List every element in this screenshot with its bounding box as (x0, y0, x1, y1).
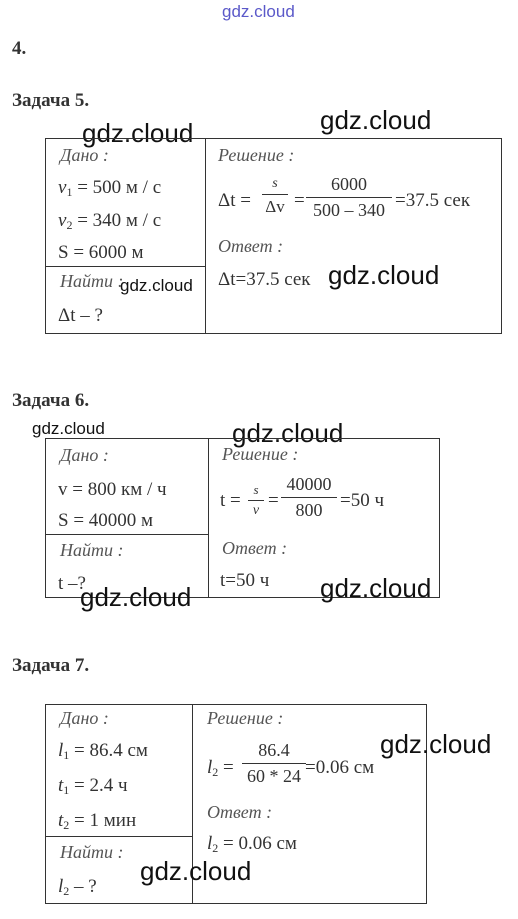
task7-find-label: Найти : (60, 842, 124, 862)
item-number: 4. (12, 38, 27, 59)
task5-solution-label: Решение : (218, 145, 295, 165)
watermark: gdz.cloud (320, 573, 432, 603)
watermark: gdz.cloud (120, 276, 193, 295)
task5-answer-label: Ответ : (218, 236, 284, 256)
task7-given-label: Дано : (60, 708, 109, 728)
task7-given-t1: t1 = 2.4 ч (58, 775, 128, 797)
task5-find: Δt – ? (58, 305, 103, 326)
task5-table (45, 138, 502, 334)
task7-table (45, 704, 427, 904)
task6-table (45, 438, 440, 598)
task7-formula-lhs: l2 = (207, 757, 234, 779)
task6-answer: t=50 ч (220, 570, 270, 591)
task7-answer-label: Ответ : (207, 802, 273, 822)
task5-find-label: Найти : (60, 271, 124, 291)
task6-formula-lhs: t = (220, 490, 241, 511)
task6-answer-label: Ответ : (222, 538, 288, 558)
task6-find: t –? (58, 573, 86, 594)
task7-find: l2 – ? (58, 876, 97, 898)
task5-given-v1: v1 = 500 м / с (58, 177, 162, 199)
task7-given-l1: l1 = 86.4 см (58, 740, 148, 762)
task5-formula-result: =37.5 сек (395, 190, 471, 211)
task5-formula-lhs: Δt = (218, 190, 251, 211)
watermark: gdz.cloud (32, 419, 105, 438)
task6-solution-label: Решение : (222, 444, 299, 464)
watermark-top: gdz.cloud (222, 2, 295, 21)
task5-given-v2: v2 = 340 м / с (58, 210, 162, 232)
task7-formula-result: =0.06 см (305, 757, 375, 778)
task7-given-t2: t2 = 1 мин (58, 810, 137, 832)
task7-solution-label: Решение : (207, 708, 284, 728)
task5-heading: Задача 5. (12, 90, 90, 111)
task7-answer: l2 = 0.06 см (207, 833, 297, 855)
task6-given-s: S = 40000 м (58, 510, 154, 531)
watermark: gdz.cloud (82, 118, 194, 148)
task7-heading: Задача 7. (12, 655, 90, 676)
watermark: gdz.cloud (380, 729, 492, 759)
watermark: gdz.cloud (232, 418, 344, 448)
watermark: gdz.cloud (80, 582, 192, 612)
watermark: gdz.cloud (320, 105, 432, 135)
task5-given-label: Дано : (60, 145, 109, 165)
task5-given-s: S = 6000 м (58, 242, 144, 263)
watermark: gdz.cloud (328, 260, 440, 290)
task6-heading: Задача 6. (12, 390, 90, 411)
task6-find-label: Найти : (60, 540, 124, 560)
task6-given-v: v = 800 км / ч (58, 479, 167, 500)
task6-given-label: Дано : (60, 445, 109, 465)
watermark: gdz.cloud (140, 856, 252, 886)
task5-answer: Δt=37.5 сек (218, 269, 311, 290)
task6-formula-result: =50 ч (340, 490, 385, 511)
